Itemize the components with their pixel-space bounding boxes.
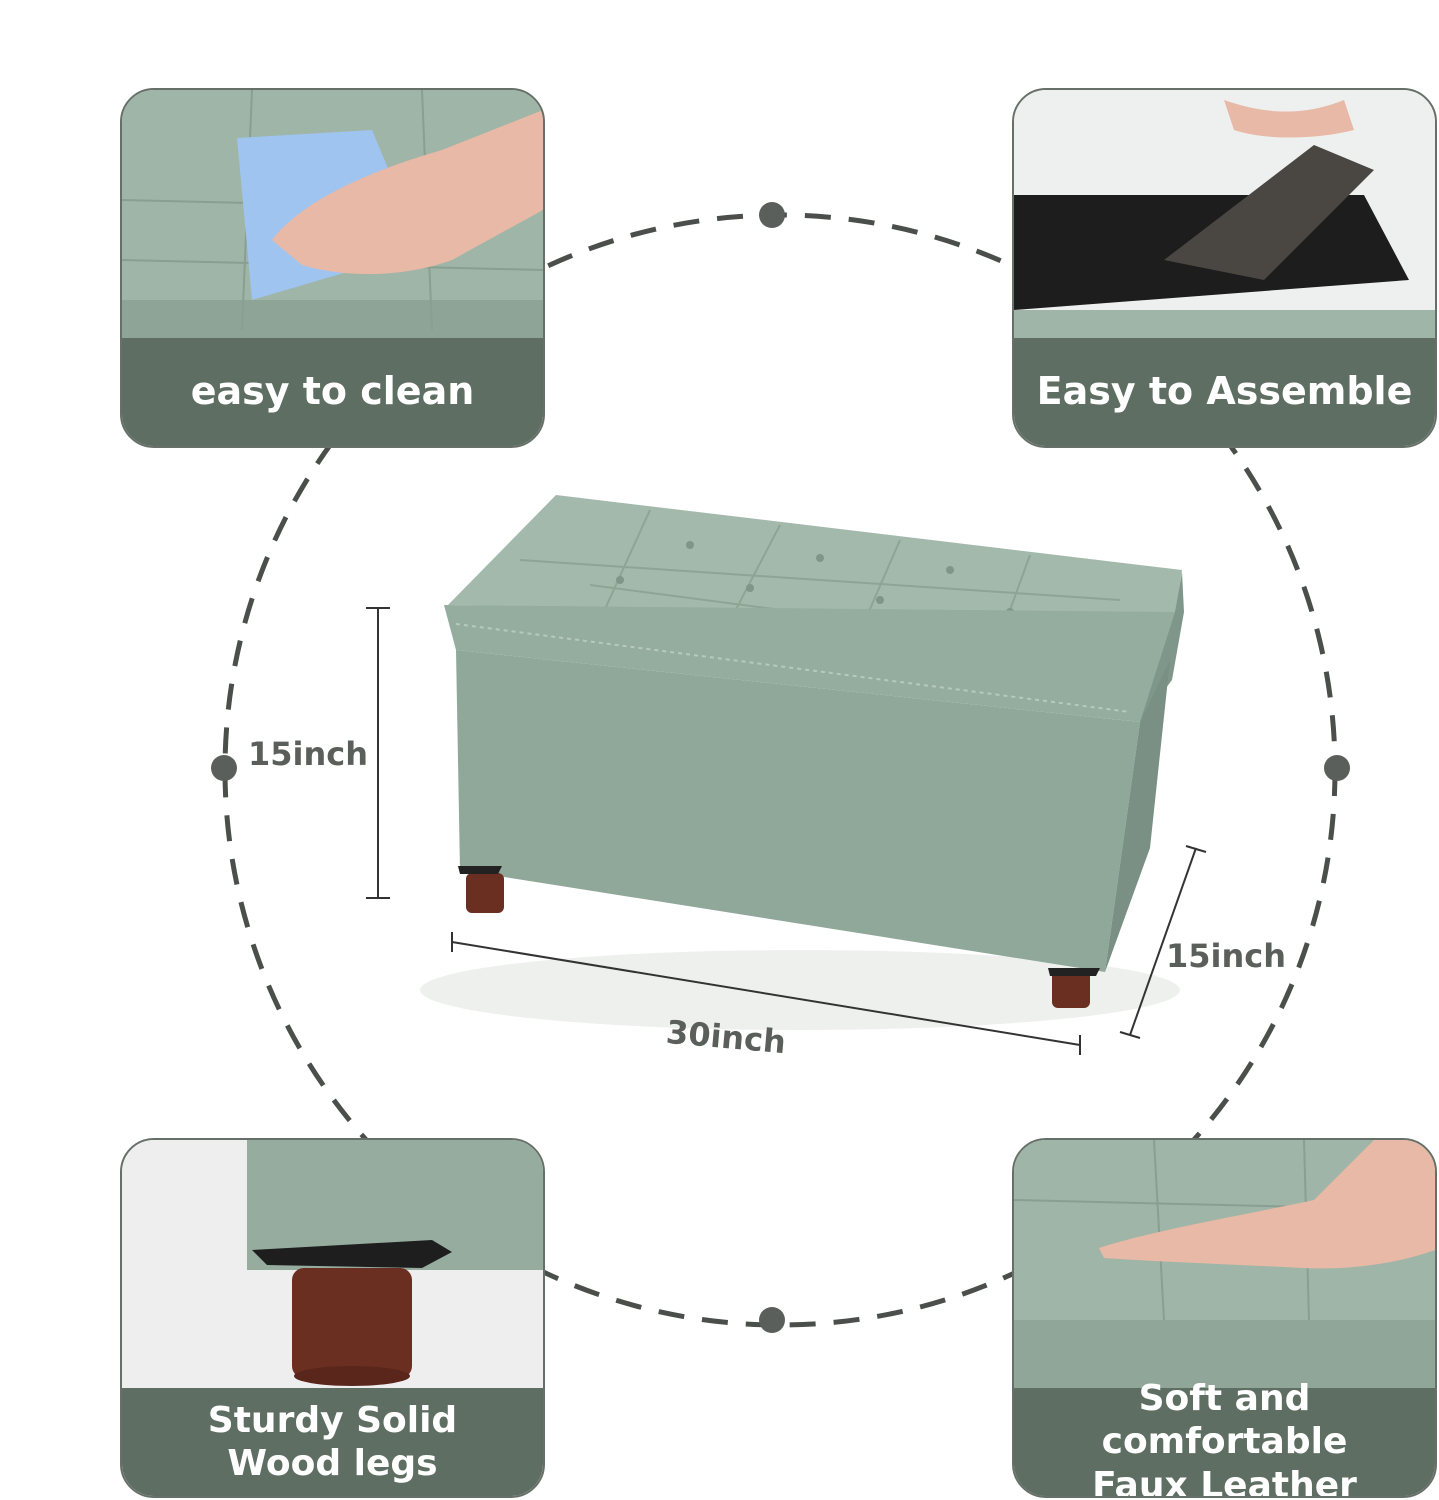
ring-dot-right (1324, 755, 1350, 781)
caption-wood-legs: Sturdy Solid Wood legs (122, 1388, 543, 1496)
depth-dimension-label: 15inch (1166, 937, 1287, 975)
caption-line-2: Wood legs (227, 1443, 438, 1484)
ring-dot-left (211, 755, 237, 781)
feature-card-faux-leather: Soft and comfortable Faux Leather (1012, 1138, 1437, 1498)
caption-line-1: easy to clean (190, 369, 475, 414)
feature-card-wood-legs: Sturdy Solid Wood legs (120, 1138, 545, 1498)
height-dimension-label: 15inch (248, 735, 369, 773)
caption-easy-to-clean: easy to clean (122, 338, 543, 446)
front-left-leg (466, 873, 504, 913)
caption-line-2: Faux Leather (1092, 1464, 1357, 1498)
feature-card-easy-to-clean: easy to clean (120, 88, 545, 448)
caption-easy-to-assemble: Easy to Assemble (1014, 338, 1435, 446)
ring-dot-bottom (759, 1307, 785, 1333)
caption-faux-leather: Soft and comfortable Faux Leather (1014, 1378, 1435, 1498)
caption-line-1: Soft and comfortable (1101, 1378, 1348, 1463)
caption-line-1: Sturdy Solid (207, 1399, 458, 1441)
feature-card-easy-to-assemble: Easy to Assemble (1012, 88, 1437, 448)
caption-line-1: Easy to Assemble (1036, 369, 1413, 414)
ring-dot-top (759, 202, 785, 228)
front-right-leg (1052, 968, 1090, 1008)
